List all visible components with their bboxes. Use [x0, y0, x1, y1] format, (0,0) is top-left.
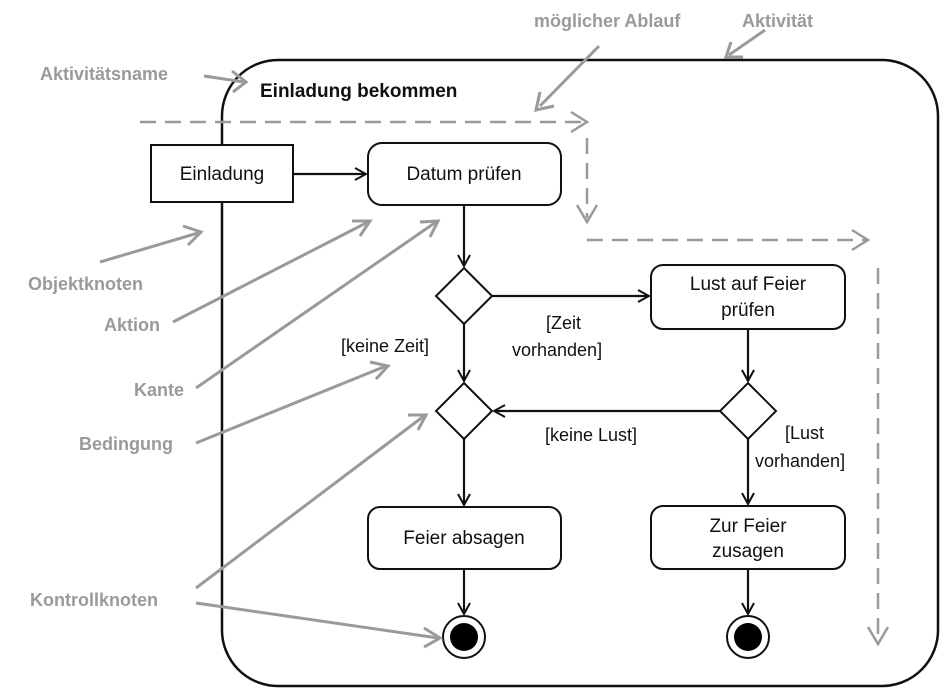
action-check-date[interactable]: Datum prüfen: [367, 142, 562, 206]
annotation-pointers: [99, 28, 766, 649]
annotation-edge: Kante: [134, 380, 184, 400]
annotation-possible-flow: möglicher Ablauf: [534, 11, 681, 31]
action-cancel-party-label: Feier absagen: [403, 528, 524, 549]
merge-node[interactable]: [434, 381, 494, 441]
guard-mood-available-line2: vorhanden]: [755, 451, 845, 471]
annotation-control-node: Kontrollknoten: [30, 590, 158, 610]
annotation-condition: Bedingung: [79, 434, 173, 454]
object-node-einladung[interactable]: Einladung: [150, 144, 294, 203]
action-check-date-label: Datum prüfen: [406, 164, 521, 185]
decision-node-mood[interactable]: [718, 381, 778, 441]
possible-flow-path: [140, 110, 890, 647]
activity-name: Einladung bekommen: [260, 81, 457, 102]
annotation-object-node: Objektknoten: [28, 274, 143, 294]
guard-mood-available-line1: [Lust: [785, 423, 824, 443]
action-accept-party-label-line2: zusagen: [712, 541, 784, 562]
action-accept-party[interactable]: Zur Feier zusagen: [650, 505, 846, 570]
guard-no-mood: [keine Lust]: [545, 425, 637, 445]
final-node-right: [726, 615, 770, 659]
annotation-activity-name: Aktivitätsname: [40, 64, 168, 84]
guard-time-available-line1: [Zeit: [546, 313, 581, 333]
annotation-activity: Aktivität: [742, 11, 813, 31]
object-node-label: Einladung: [180, 164, 265, 185]
decision-node-time[interactable]: [434, 266, 494, 326]
action-check-mood-label-line1: Lust auf Feier: [690, 274, 807, 295]
activity-frame: [220, 58, 940, 688]
annotation-action: Aktion: [104, 315, 160, 335]
action-accept-party-label-line1: Zur Feier: [709, 516, 787, 537]
action-cancel-party[interactable]: Feier absagen: [367, 506, 562, 570]
guard-no-time: [keine Zeit]: [341, 336, 429, 356]
guard-time-available-line2: vorhanden]: [512, 340, 602, 360]
action-check-mood-label-line2: prüfen: [721, 300, 775, 321]
action-check-mood[interactable]: Lust auf Feier prüfen: [650, 264, 846, 330]
final-node-left: [442, 615, 486, 659]
